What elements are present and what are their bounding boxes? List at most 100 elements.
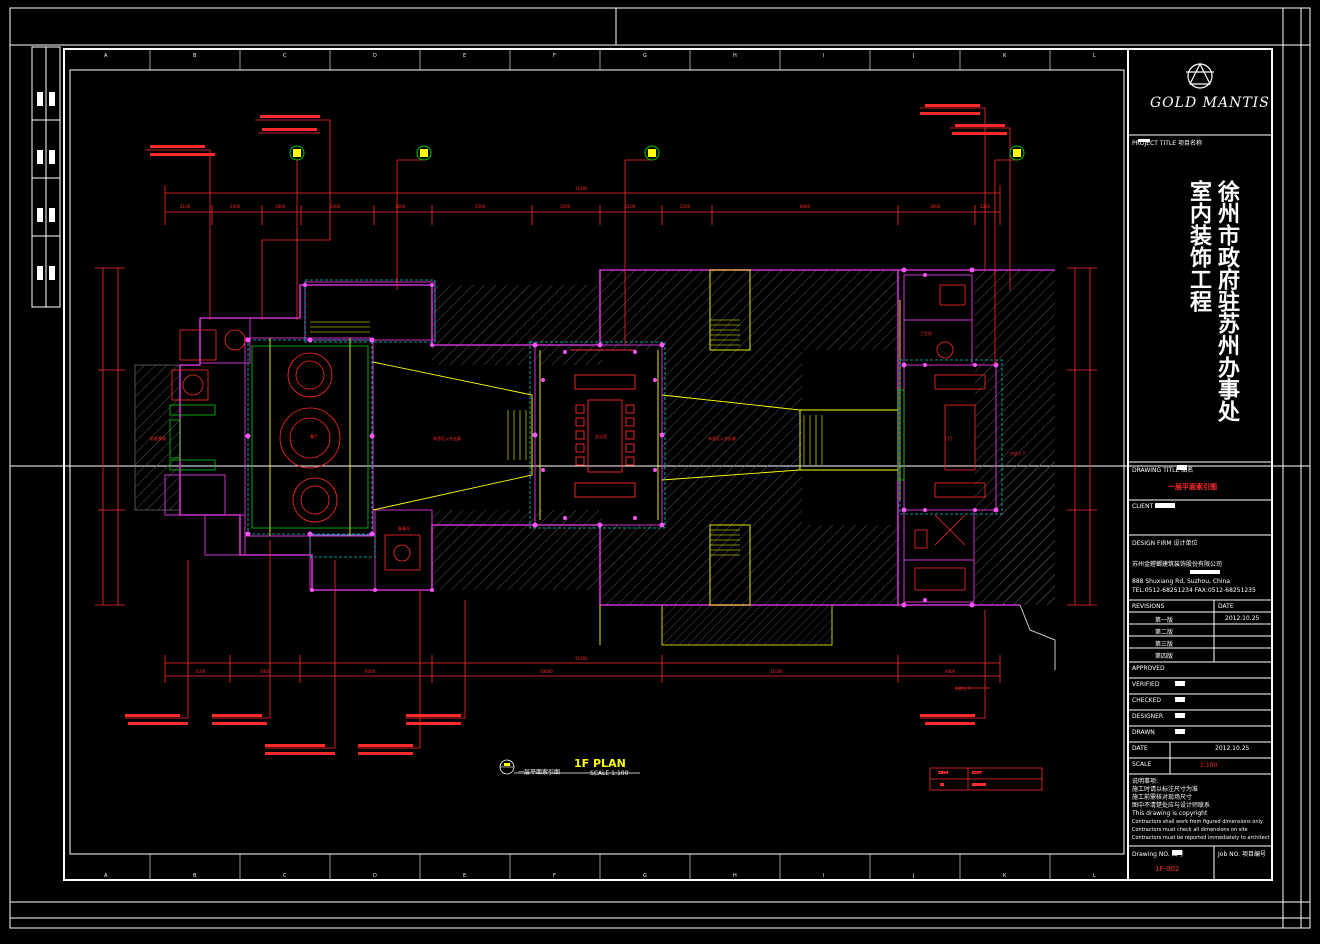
verified-label: VERIFIED	[1132, 681, 1160, 688]
scale-value: 1:100	[1200, 762, 1218, 769]
svg-text:3400: 3400	[330, 204, 341, 209]
note-line: This drawing is copyright	[1132, 810, 1208, 817]
svg-text:备餐间: 备餐间	[398, 525, 410, 531]
drawing-title-label: DRAWING TITLE 图名	[1132, 467, 1194, 474]
design-firm-label: DESIGN FIRM 设计单位	[1132, 540, 1198, 547]
svg-text:B: B	[193, 53, 197, 59]
note-line: 施工时请以标注尺寸为准	[1132, 786, 1199, 793]
svg-text:A: A	[104, 873, 108, 879]
svg-text:台阶上下: 台阶上下	[1010, 450, 1026, 456]
svg-text:8000: 8000	[800, 204, 811, 209]
svg-text:L: L	[1093, 53, 1096, 59]
job-no-label: Job NO. 项目编号	[1218, 851, 1266, 858]
svg-text:E: E	[463, 53, 466, 59]
svg-text:H: H	[733, 873, 737, 879]
note-line: 图中不清楚处应与设计师联系	[1132, 802, 1211, 809]
svg-text:H: H	[733, 53, 737, 59]
firm-address: 888 Shuxiang Rd, Suzhou, China	[1132, 578, 1230, 585]
checked-label: CHECKED	[1132, 697, 1162, 704]
company-logo: GOLD MANTIS	[1150, 95, 1270, 111]
revision-2: 第二版	[1155, 629, 1174, 636]
svg-text:K: K	[1003, 53, 1007, 59]
note-line: 说明事项:	[1132, 778, 1159, 785]
svg-text:6000: 6000	[365, 669, 376, 674]
svg-text:会议室: 会议室	[595, 433, 607, 439]
note-line: Contractors shall work from figured dime…	[1132, 819, 1263, 825]
svg-text:休息区公共走廊: 休息区公共走廊	[708, 435, 736, 441]
svg-text:门厅: 门厅	[945, 435, 953, 441]
svg-text:1800: 1800	[275, 204, 286, 209]
svg-text:I: I	[823, 53, 824, 59]
firm-tel: TEL:0512-68251234 FAX:0512-68251235	[1132, 587, 1256, 594]
logo-text: GOLD MANTIS	[1150, 95, 1270, 111]
svg-text:2400: 2400	[230, 204, 241, 209]
svg-text:J: J	[912, 53, 914, 59]
svg-text:A: A	[104, 53, 108, 59]
design-firm-name: 苏州金螳螂建筑装饰股份有限公司	[1132, 561, 1223, 568]
revision-4: 第四版	[1155, 653, 1174, 660]
svg-text:I: I	[823, 873, 824, 879]
svg-text:2500: 2500	[680, 204, 691, 209]
svg-text:3600: 3600	[930, 204, 941, 209]
svg-text:餐厅: 餐厅	[310, 433, 318, 439]
svg-text:4600: 4600	[945, 669, 956, 674]
drawn-label: DRAWN	[1132, 729, 1155, 736]
note-line: 施工前需核对现场尺寸	[1132, 794, 1193, 801]
note-line: Contractors must be reported immediately…	[1132, 835, 1270, 841]
note-line: Contractors must check all dimensions on…	[1132, 827, 1248, 833]
svg-text:C: C	[283, 873, 287, 879]
svg-text:K: K	[1003, 873, 1007, 879]
svg-text:卫生间: 卫生间	[920, 330, 932, 336]
svg-text:11000: 11000	[770, 669, 783, 674]
project-name-line2: 室内装饰工程	[1186, 180, 1211, 312]
svg-text:2100: 2100	[180, 204, 191, 209]
svg-text:3500: 3500	[475, 204, 486, 209]
svg-text:3100: 3100	[625, 204, 636, 209]
svg-text:10600: 10600	[540, 669, 553, 674]
svg-text:C: C	[283, 53, 287, 59]
revisions-label: REVISIONS	[1132, 603, 1165, 610]
svg-text:2600: 2600	[395, 204, 406, 209]
legend-header-desc: 说明	[972, 772, 985, 779]
drawing-no-label: Drawing NO. 图号	[1132, 851, 1184, 858]
project-title-label: PROJECT TITLE 项目名称	[1132, 140, 1202, 147]
scale-label: SCALE	[1132, 761, 1152, 768]
designer-label: DESIGNER	[1132, 713, 1164, 720]
revision-date: 2012.10.25	[1225, 615, 1260, 622]
svg-text:3400: 3400	[260, 669, 271, 674]
drawing-title: 一层平面索引图	[1168, 483, 1217, 491]
svg-text:休息区公共走廊: 休息区公共走廊	[433, 435, 461, 441]
svg-text:E: E	[463, 873, 466, 879]
approved-label: APPROVED	[1132, 665, 1165, 672]
svg-text:前庭景观: 前庭景观	[150, 435, 166, 441]
svg-text:F: F	[553, 53, 556, 59]
plan-scale: SCALE 1:100	[590, 770, 629, 777]
project-name-line1: 徐州市政府驻苏州办事处	[1214, 180, 1239, 422]
plan-title: 1F PLAN	[574, 757, 626, 770]
revision-1: 第一版	[1155, 617, 1174, 624]
legend-header-symbol: 符号	[936, 772, 949, 779]
svg-text:D: D	[373, 873, 377, 879]
svg-text:L: L	[1093, 873, 1096, 879]
client-label: CLIENT	[1132, 503, 1154, 510]
svg-text:D: D	[373, 53, 377, 59]
svg-text:3100: 3100	[195, 669, 206, 674]
svg-text:2000: 2000	[560, 204, 571, 209]
general-notes: 说明事项: 施工时请以标注尺寸为准 施工前需核对现场尺寸 图中不清楚处应与设计师…	[1132, 778, 1269, 842]
plan-index-note: 一层平面索引图	[518, 769, 561, 776]
svg-text:31400: 31400	[575, 656, 588, 661]
project-name: 徐州市政府驻苏州办事处 室内装饰工程	[1180, 180, 1240, 450]
date-value: 2012.10.25	[1215, 745, 1250, 752]
svg-text:B: B	[193, 873, 197, 879]
svg-text:G: G	[643, 53, 647, 59]
svg-text:31400: 31400	[575, 186, 588, 191]
svg-text:G: G	[643, 873, 647, 879]
date-label: DATE	[1218, 603, 1234, 610]
date-row-label: DATE	[1132, 745, 1148, 752]
svg-text:J: J	[912, 873, 914, 879]
revision-3: 第三版	[1155, 641, 1174, 648]
svg-text:F: F	[553, 873, 556, 879]
drawing-no: 1F-002	[1155, 865, 1180, 873]
